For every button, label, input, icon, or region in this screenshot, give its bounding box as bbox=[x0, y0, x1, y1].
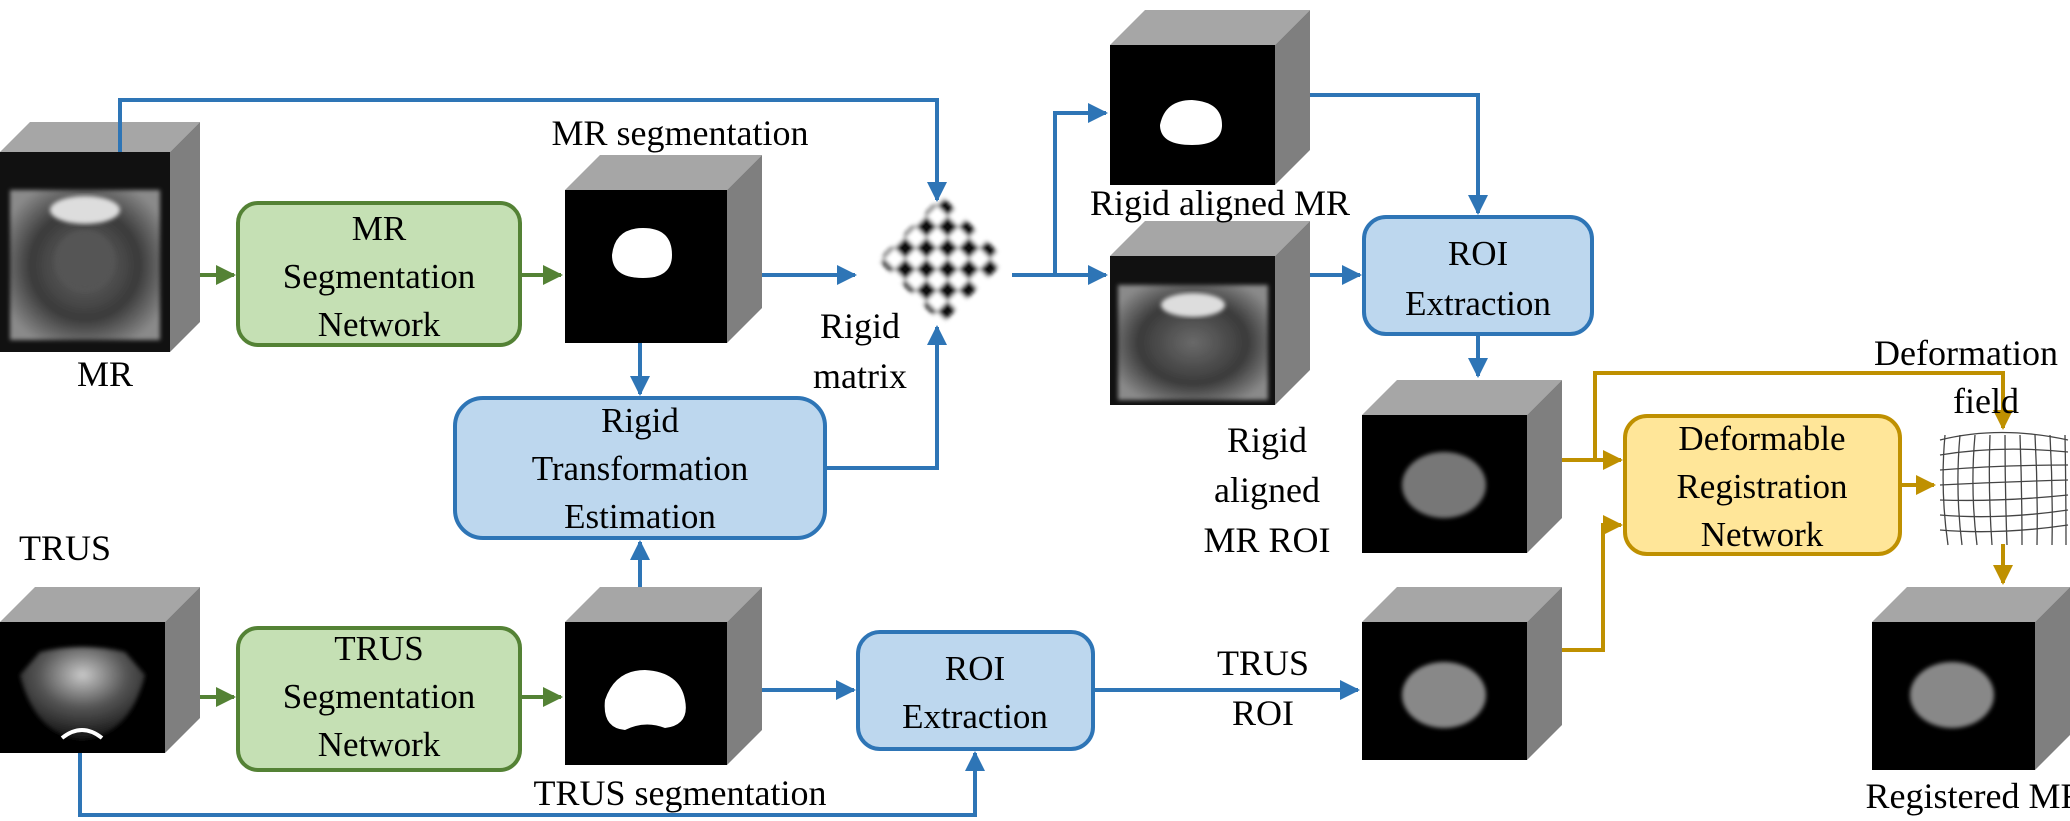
box-line: Registration bbox=[1676, 467, 1847, 506]
rigid-matrix-checkerboard bbox=[878, 196, 1006, 324]
mr-label: MR bbox=[77, 354, 133, 394]
trus-roi-cube bbox=[1362, 587, 1562, 760]
arrow bbox=[1310, 93, 1488, 215]
rigid-aligned-mr-seg-cube bbox=[1110, 10, 1310, 185]
box-line: Deformable bbox=[1678, 419, 1845, 458]
box-line: ROI bbox=[945, 649, 1005, 688]
box-line: Transformation bbox=[532, 449, 748, 488]
arrow bbox=[1012, 103, 1108, 277]
box-line: ROI bbox=[1448, 234, 1508, 273]
box-line: Segmentation bbox=[283, 677, 475, 716]
box-line: Segmentation bbox=[283, 257, 475, 296]
mr-image-cube bbox=[0, 122, 200, 352]
trus-segmentation-cube bbox=[565, 587, 762, 765]
arrow bbox=[1562, 371, 2013, 462]
roi-extraction-bottom-box: ROI Extraction bbox=[856, 630, 1095, 751]
rigid-aligned-mr-roi-cube bbox=[1362, 380, 1562, 553]
registered-mr-label: Registered MR bbox=[1866, 776, 2070, 816]
deformation-field-label-line2: field bbox=[1953, 381, 2019, 421]
rigid-aligned-mr-cube bbox=[1110, 221, 1310, 405]
mr-mask-shape bbox=[612, 228, 672, 278]
arrow bbox=[1562, 515, 1623, 652]
box-line: TRUS bbox=[334, 629, 423, 668]
mr-segmentation-cube bbox=[565, 155, 762, 343]
box-line: MR bbox=[352, 209, 407, 248]
trus-segmentation-label: TRUS segmentation bbox=[534, 773, 827, 813]
box-line: Rigid bbox=[601, 401, 679, 440]
rigid-aligned-mr-roi-label-line3: MR ROI bbox=[1203, 520, 1330, 560]
deformation-field-grid bbox=[1938, 431, 2069, 546]
trus-label: TRUS bbox=[19, 528, 111, 568]
trus-roi-label-line1: TRUS bbox=[1217, 643, 1309, 683]
green-arrows bbox=[200, 265, 563, 707]
registered-mr-cube bbox=[1872, 587, 2070, 770]
box-line: Network bbox=[318, 725, 441, 764]
trus-scan-image bbox=[20, 647, 145, 740]
gold-arrows bbox=[1562, 371, 2013, 652]
roi-extraction-top-box: ROI Extraction bbox=[1362, 215, 1594, 336]
mr-segmentation-label: MR segmentation bbox=[552, 113, 809, 153]
rigid-aligned-mr-roi-label-line1: Rigid bbox=[1227, 420, 1307, 460]
rigid-transformation-estimation-box: Rigid Transformation Estimation bbox=[453, 396, 827, 540]
blue-arrows bbox=[78, 93, 1488, 817]
arrow bbox=[825, 325, 947, 470]
trus-mask-shape bbox=[604, 670, 686, 730]
rigid-matrix-label-line1: Rigid bbox=[820, 306, 900, 346]
trus-image-cube bbox=[0, 587, 200, 753]
rigid-matrix-label-line2: matrix bbox=[813, 356, 907, 396]
box-line: Extraction bbox=[902, 697, 1048, 736]
mr-segmentation-network-box: MR Segmentation Network bbox=[236, 201, 522, 347]
box-line: Estimation bbox=[564, 497, 716, 536]
deformation-field-label-line1: Deformation bbox=[1874, 333, 2058, 373]
trus-roi-label-line2: ROI bbox=[1232, 693, 1294, 733]
arrow bbox=[78, 751, 985, 817]
rigid-aligned-mr-label: Rigid aligned MR bbox=[1090, 183, 1350, 223]
trus-segmentation-network-box: TRUS Segmentation Network bbox=[236, 626, 522, 772]
box-line: Network bbox=[318, 305, 441, 344]
rigid-aligned-mr-roi-label-line2: aligned bbox=[1214, 470, 1320, 510]
box-line: Network bbox=[1701, 515, 1824, 554]
box-line: Extraction bbox=[1405, 284, 1551, 323]
deformable-registration-network-box: Deformable Registration Network bbox=[1623, 414, 1902, 556]
arrow bbox=[118, 98, 947, 202]
